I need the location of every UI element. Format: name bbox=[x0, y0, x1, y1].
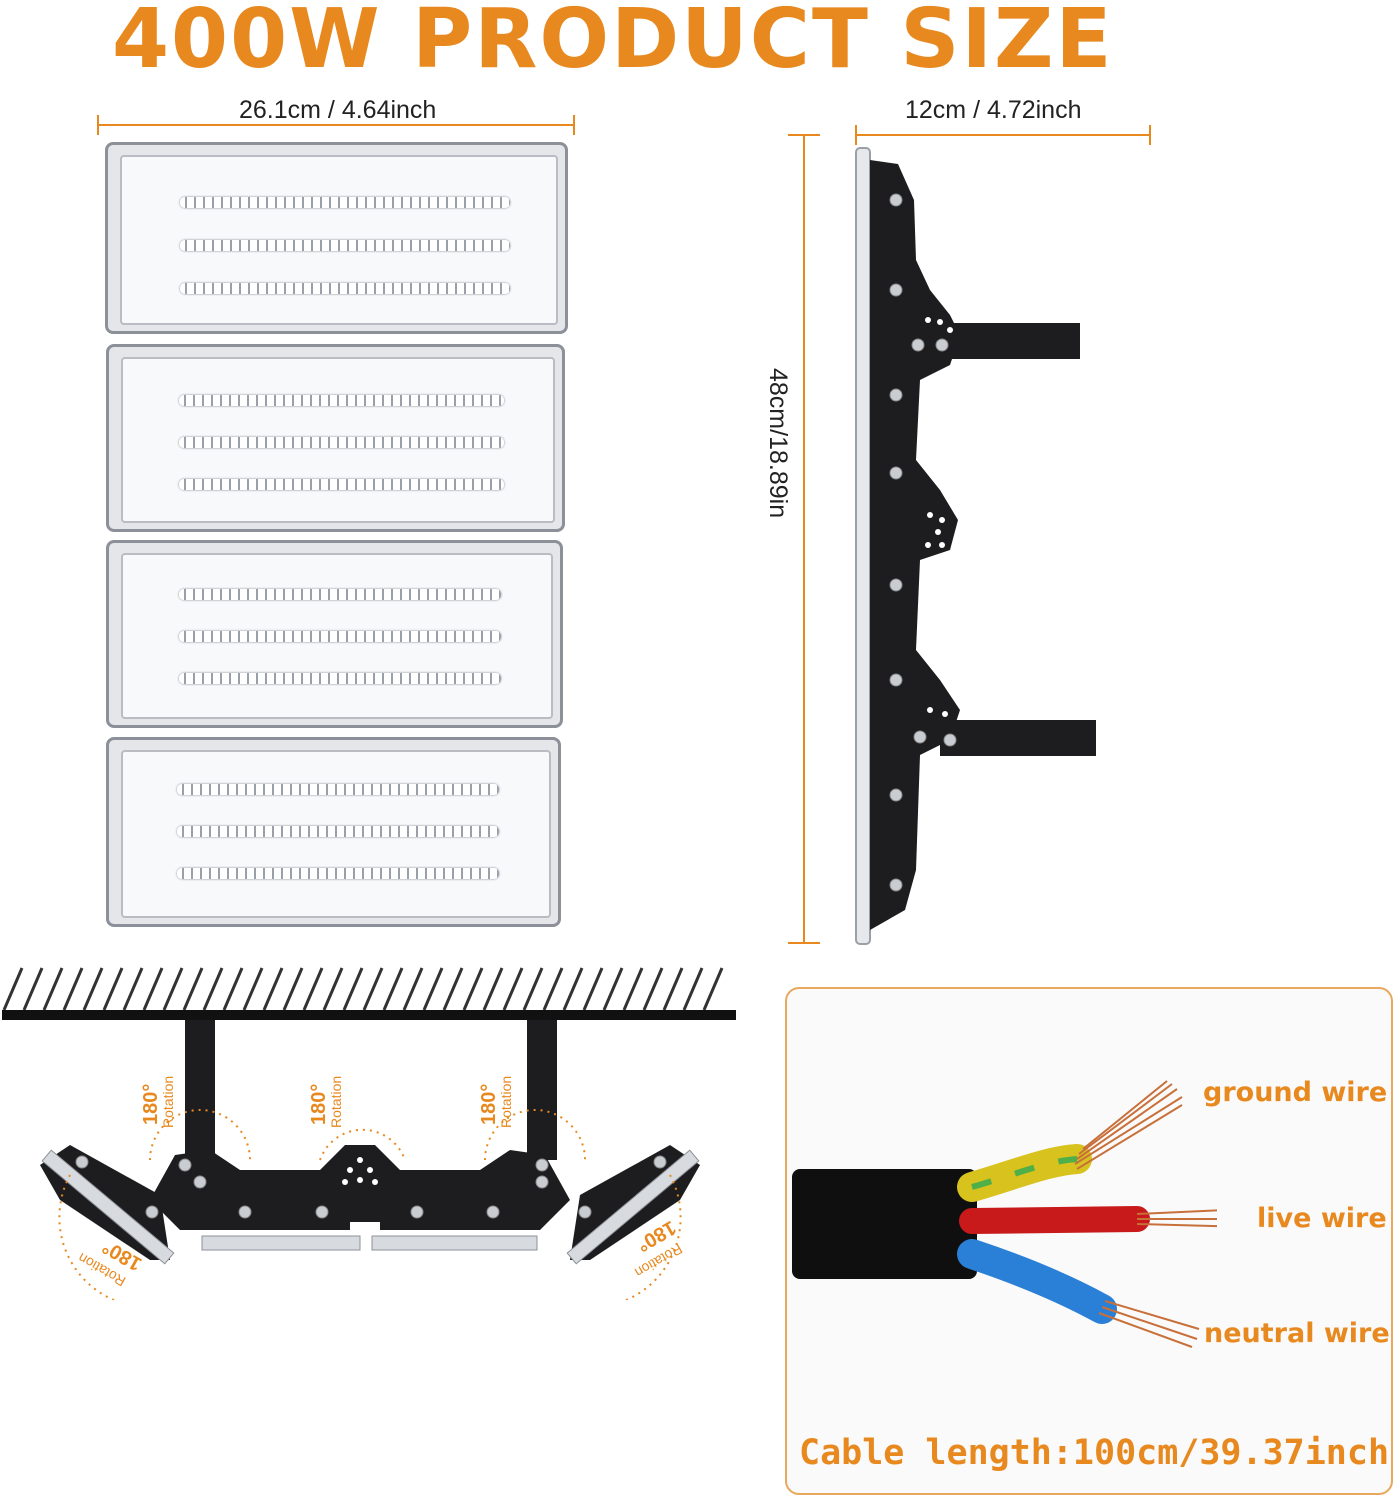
cable-length-label: Cable length:100cm/39.37inch bbox=[799, 1433, 1390, 1473]
side-width-dimension-line bbox=[855, 134, 1151, 136]
led-panel-3 bbox=[106, 540, 563, 728]
floodlight-front-view bbox=[100, 140, 570, 930]
led-panel-2 bbox=[106, 344, 565, 532]
floodlight-side-view bbox=[855, 147, 1096, 945]
ground-wire-label: ground wire bbox=[1203, 1077, 1388, 1108]
live-wire-label: live wire bbox=[1257, 1203, 1387, 1234]
height-dimension-line bbox=[803, 135, 805, 943]
front-width-label: 26.1cm / 4.64inch bbox=[239, 96, 437, 124]
height-tick-top bbox=[788, 134, 820, 136]
page-title: 400W PRODUCT SIZE bbox=[112, 0, 1114, 87]
height-tick-bottom bbox=[788, 942, 820, 944]
width-dimension-tick-left bbox=[97, 115, 99, 135]
led-panel-4 bbox=[106, 737, 561, 927]
led-panel-1 bbox=[105, 142, 568, 334]
side-width-tick-left bbox=[855, 125, 857, 145]
cable-illustration bbox=[792, 1080, 1217, 1348]
rotation-label-2: 180° Rotation bbox=[308, 1075, 344, 1128]
rotation-label-3: 180° Rotation bbox=[478, 1075, 514, 1128]
side-width-label: 12cm / 4.72inch bbox=[905, 96, 1082, 124]
neutral-wire-label: neutral wire bbox=[1204, 1318, 1390, 1349]
height-label: 48cm/18.89in bbox=[764, 368, 792, 519]
width-dimension-line bbox=[97, 124, 575, 126]
width-dimension-tick-right bbox=[573, 115, 575, 135]
ceiling-mount-diagram bbox=[2, 967, 736, 1300]
cable-info-box: ground wire live wire neutral wire Cable… bbox=[785, 987, 1393, 1495]
side-width-tick-right bbox=[1149, 125, 1151, 145]
rotation-label-1: 180° Rotation bbox=[140, 1075, 176, 1128]
